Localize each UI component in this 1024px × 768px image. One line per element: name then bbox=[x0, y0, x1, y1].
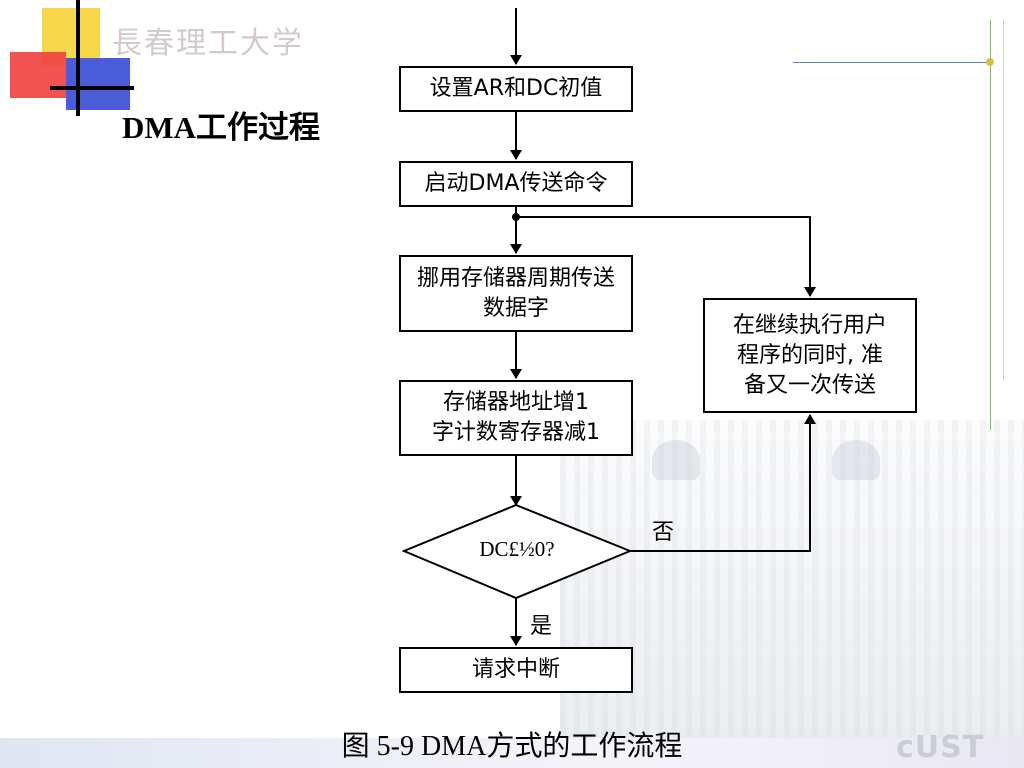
step-update-label: 存储器地址增1 字计数寄存器减1 bbox=[432, 390, 600, 445]
step-start-label: 启动DMA传送命令 bbox=[424, 171, 608, 196]
step-start-box: 启动DMA传送命令 bbox=[399, 161, 633, 207]
decision-label: DC£½0? bbox=[479, 537, 555, 561]
logo-line-vertical bbox=[76, 0, 80, 116]
step-init-label: 设置AR和DC初值 bbox=[429, 76, 603, 101]
step-transfer-box: 挪用存储器周期传送 数据字 bbox=[399, 255, 633, 332]
arrow-no-branch bbox=[630, 414, 816, 552]
decorative-rule-horizontal bbox=[793, 62, 993, 63]
arrow-loop-branch bbox=[516, 216, 816, 297]
decision-no-label: 否 bbox=[652, 520, 675, 545]
step-init-box: 设置AR和DC初值 bbox=[399, 66, 633, 112]
decorative-rule-vertical-light bbox=[1003, 20, 1004, 380]
footer-band bbox=[0, 738, 1024, 768]
step-interrupt-box: 请求中断 bbox=[399, 647, 633, 693]
step-interrupt-label: 请求中断 bbox=[471, 657, 560, 682]
background-dome-right bbox=[832, 440, 880, 480]
junction-dot bbox=[512, 213, 520, 221]
logo-line-horizontal bbox=[50, 86, 134, 90]
step-update-box: 存储器地址增1 字计数寄存器减1 bbox=[399, 380, 633, 456]
decorative-dot bbox=[986, 58, 994, 66]
cust-logo: cUST bbox=[896, 730, 985, 765]
slide-title: DMA工作过程 bbox=[122, 110, 321, 145]
logo-square-red bbox=[10, 52, 66, 98]
decision-yes-label: 是 bbox=[530, 614, 553, 639]
step-transfer-label: 挪用存储器周期传送 数据字 bbox=[416, 265, 615, 321]
step-parallel-label: 在继续执行用户 程序的同时, 准 备又一次传送 bbox=[732, 312, 887, 398]
step-parallel-box: 在继续执行用户 程序的同时, 准 备又一次传送 bbox=[703, 298, 917, 413]
figure-caption: 图 5-9 DMA方式的工作流程 bbox=[341, 731, 683, 762]
background-dome-left bbox=[652, 440, 700, 480]
background-building bbox=[560, 420, 1024, 768]
decision-diamond bbox=[401, 503, 633, 600]
decorative-rule-vertical bbox=[990, 20, 991, 430]
school-name: 長春理工大学 bbox=[112, 26, 304, 61]
